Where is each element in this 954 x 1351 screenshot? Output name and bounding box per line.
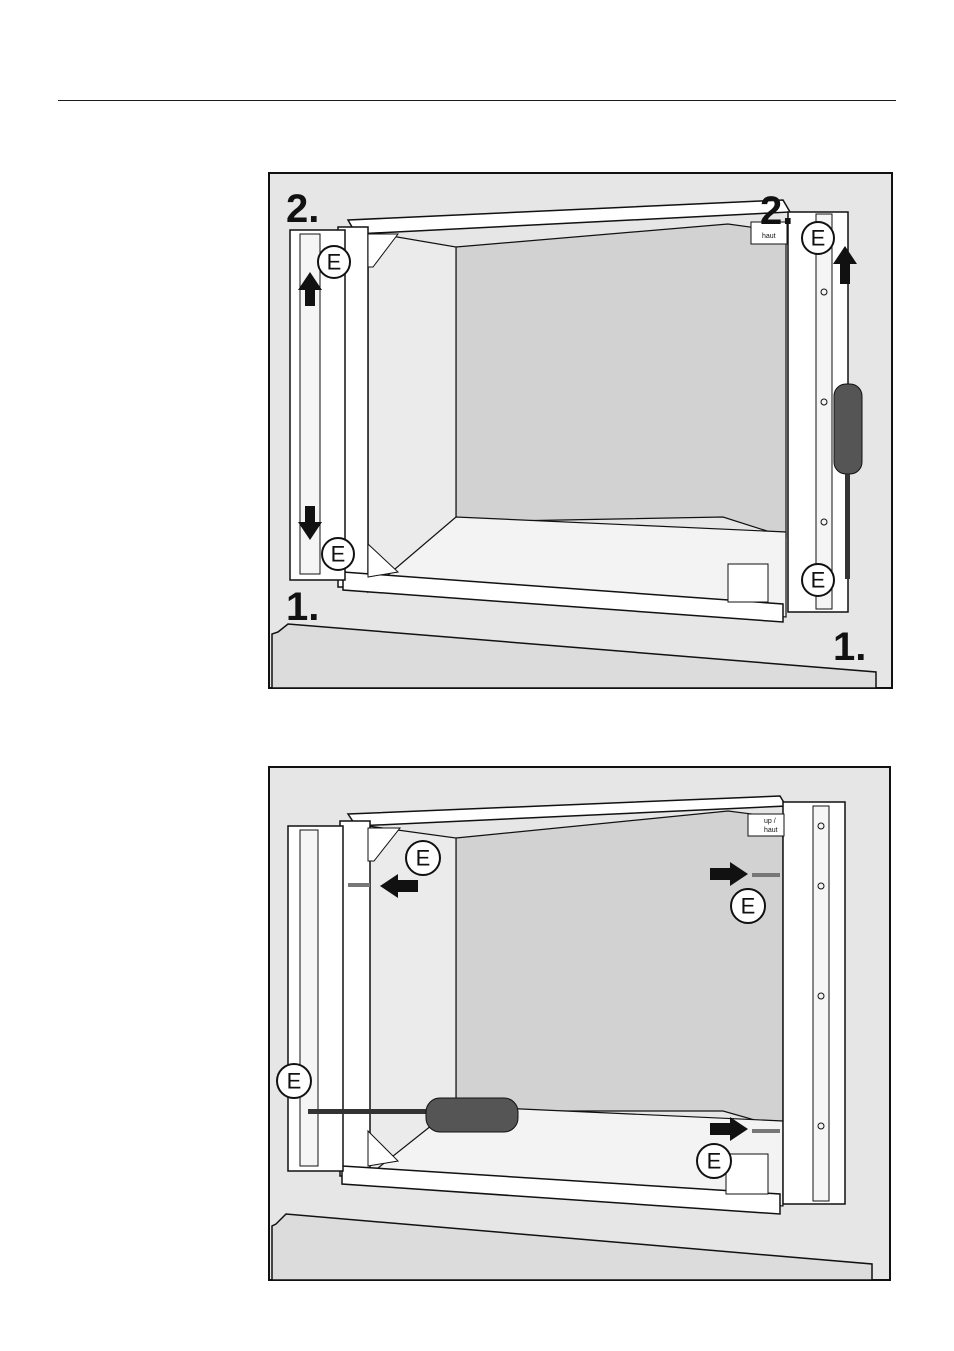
marker-e: E	[811, 568, 826, 593]
figure-fix-screws: up / haut E E E E	[268, 766, 892, 1282]
sticker-label: haut	[762, 233, 776, 240]
step-number: 2.	[760, 189, 793, 233]
step-number: 1.	[833, 625, 866, 669]
sticker-label-line1: up /	[764, 818, 776, 825]
sticker-label-line2: haut	[764, 827, 778, 834]
screw-icon	[752, 1129, 780, 1133]
screwdriver-handle	[426, 1098, 518, 1132]
screwdriver-shaft	[308, 1109, 428, 1114]
marker-e: E	[287, 1069, 302, 1094]
screw-icon	[752, 873, 780, 877]
marker-e: E	[416, 846, 431, 871]
step-number: 2.	[286, 187, 319, 231]
marker-e: E	[707, 1149, 722, 1174]
marker-e: E	[327, 250, 342, 275]
marker-e: E	[741, 894, 756, 919]
screwdriver-handle	[834, 384, 862, 474]
step-number: 1.	[286, 585, 319, 629]
screw-icon	[348, 883, 370, 887]
screwdriver-shaft	[845, 474, 850, 579]
marker-e: E	[811, 226, 826, 251]
marker-e: E	[331, 542, 346, 567]
illustration-top: haut E E E E 2. 2. 1. 1.	[268, 172, 894, 690]
figure-remove-oven: haut E E E E 2. 2. 1. 1.	[268, 172, 894, 690]
header-rule	[58, 100, 896, 101]
illustration-bottom: up / haut E E E E	[268, 766, 892, 1282]
